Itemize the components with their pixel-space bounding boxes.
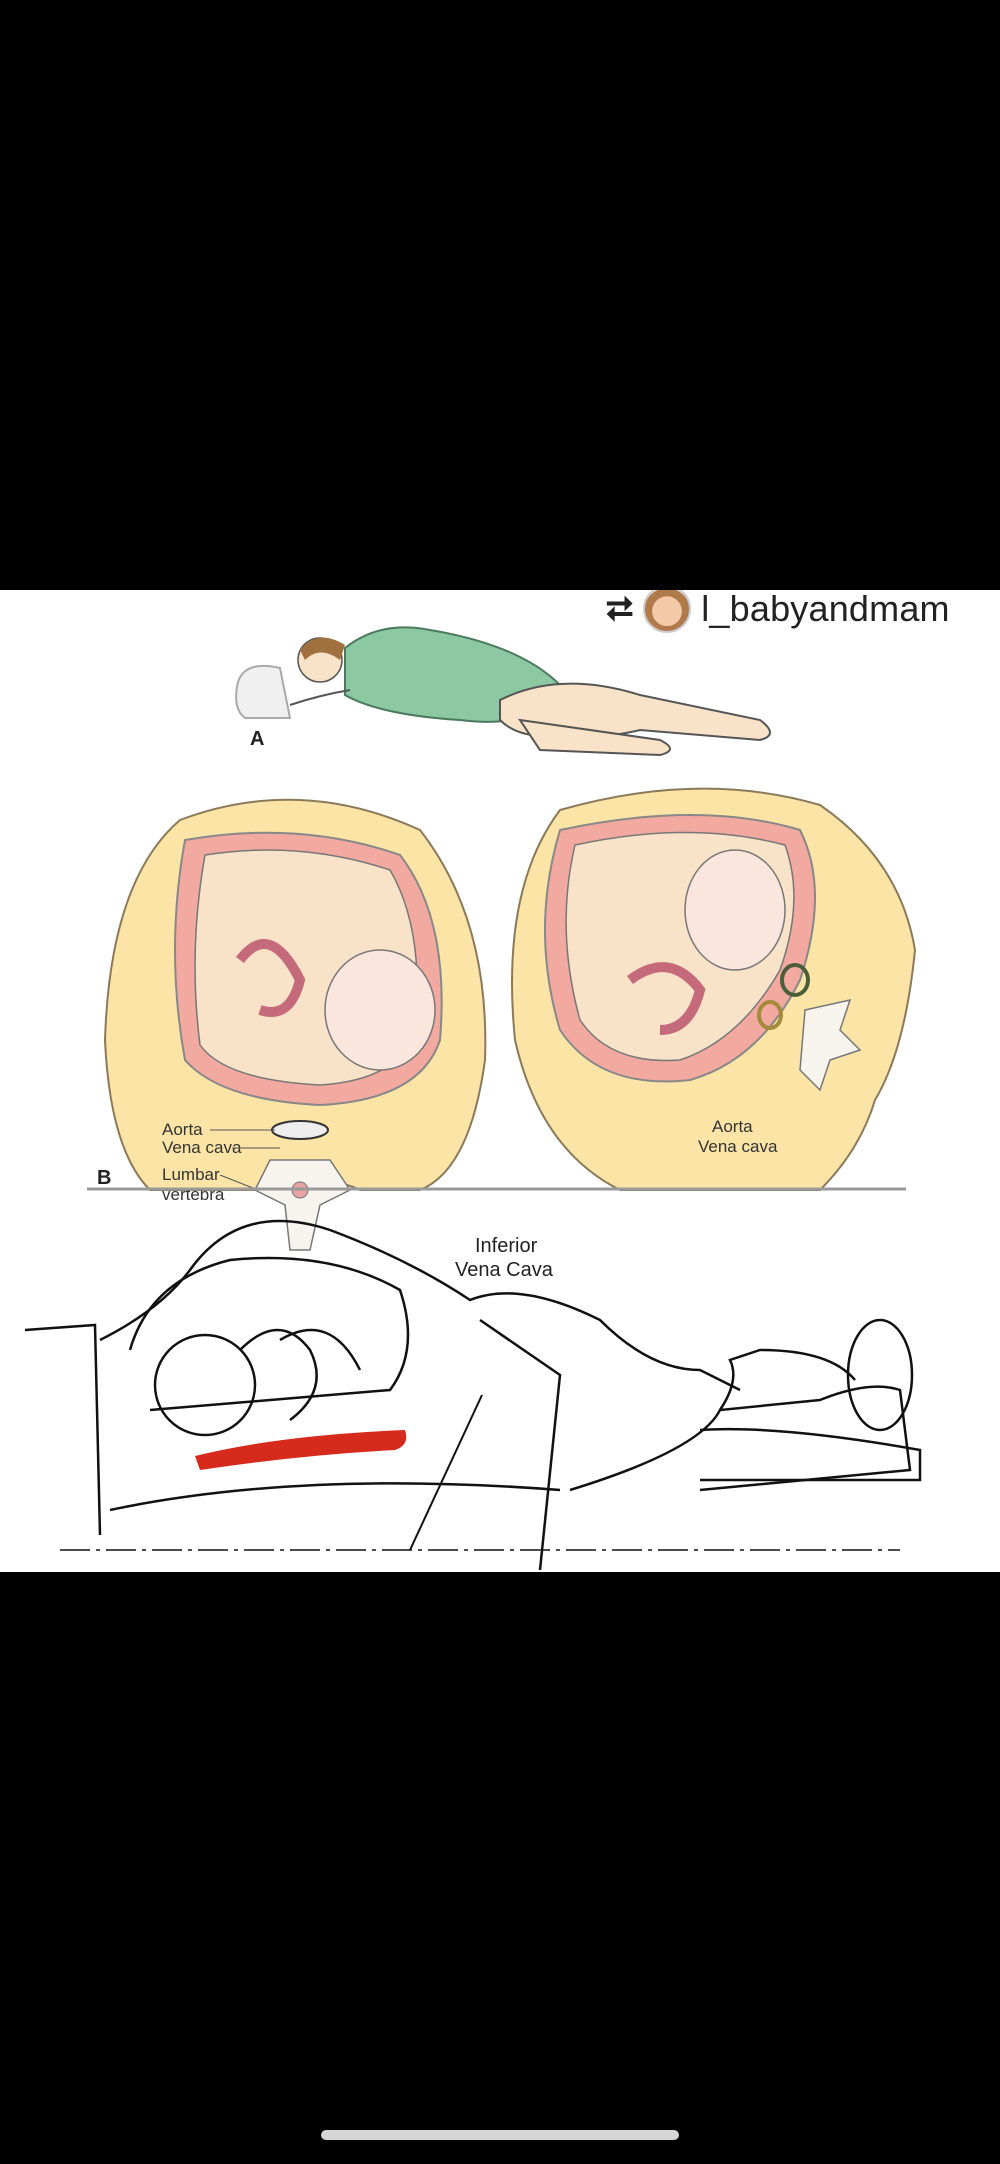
side-lying-woman-drawing: A (235, 626, 771, 757)
repost-header[interactable]: ⮂ l_babyandmam (606, 590, 950, 633)
cross-section-left-lateral: Aorta Vena cava (511, 787, 917, 1191)
panel-label-b: B (97, 1167, 111, 1189)
repost-icon: ⮂ (606, 590, 634, 628)
label-vena-cava: Vena Cava (455, 1259, 554, 1281)
panel-label-a: A (250, 728, 264, 750)
home-indicator[interactable] (321, 2130, 679, 2140)
inferior-vena-cava-vessel (195, 1430, 407, 1470)
supine-woman-line-drawing (24, 1219, 922, 1571)
avatar[interactable] (643, 590, 692, 633)
label-inferior: Inferior (475, 1235, 538, 1257)
cross-section-supine: Aorta Vena cava Lumbar vertebra (103, 798, 487, 1251)
username[interactable]: l_babyandmam (701, 590, 950, 629)
label-aorta-right: Aorta (712, 1117, 753, 1136)
label-vena-cava-left: Vena cava (162, 1138, 242, 1157)
label-vena-cava-right: Vena cava (698, 1137, 778, 1156)
label-aorta-left: Aorta (162, 1120, 203, 1139)
post-image: ⮂ l_babyandmam A Aorta Vena cava (0, 590, 1000, 1572)
illustration: A Aorta Vena cava Lumbar vertebra (24, 626, 922, 1571)
label-lumbar: Lumbar (162, 1165, 220, 1184)
